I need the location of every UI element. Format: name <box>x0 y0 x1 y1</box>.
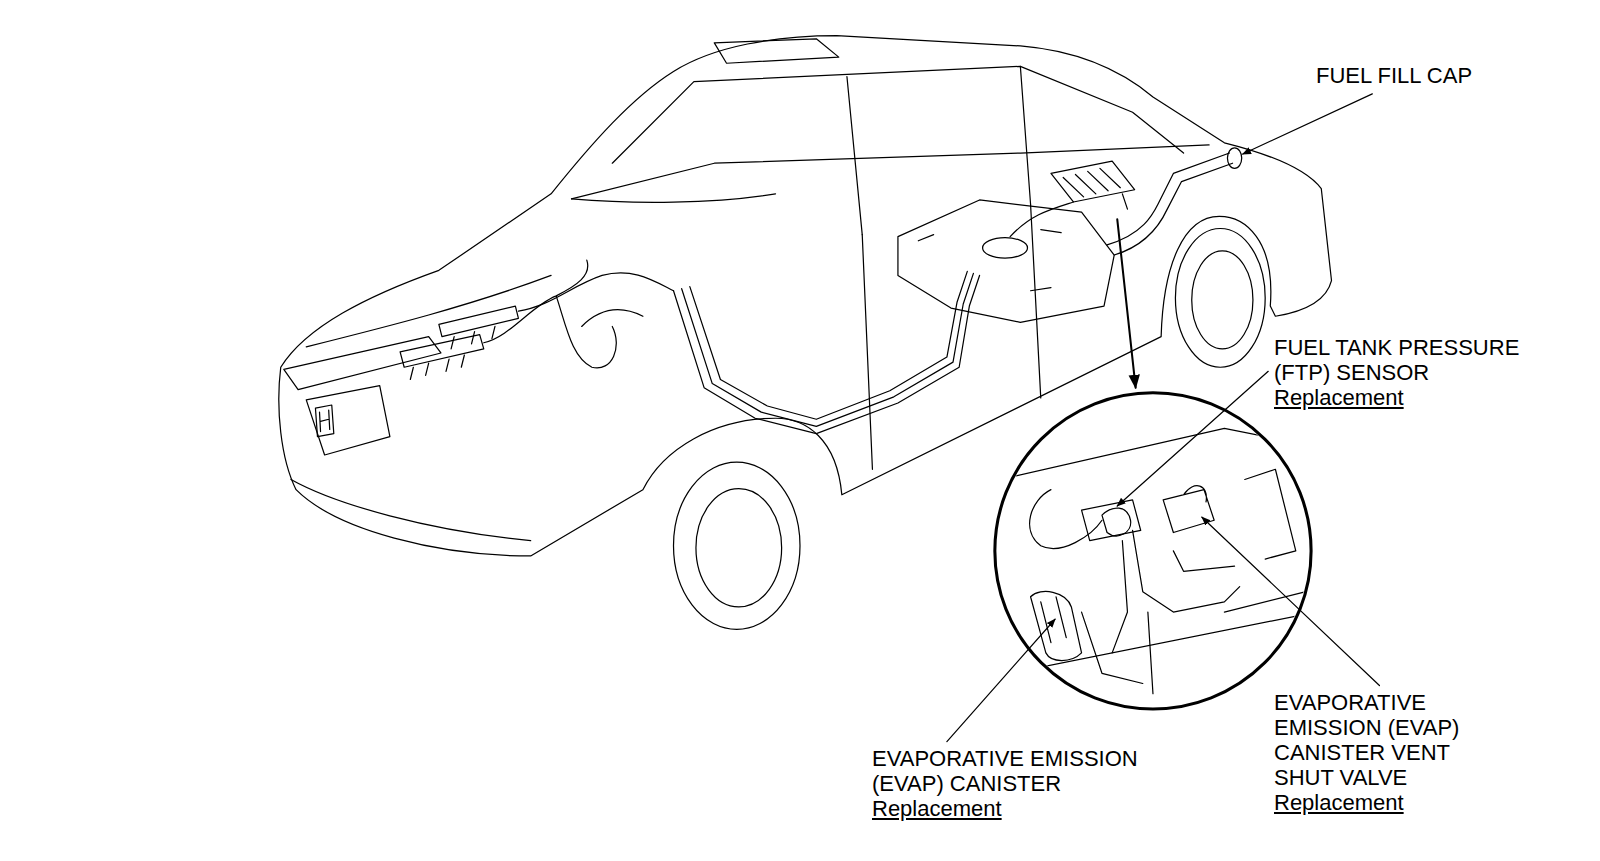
part-label: FUEL FILL CAP <box>1316 63 1472 88</box>
ftp-sensor <box>1102 508 1131 536</box>
leader-line <box>1117 371 1268 506</box>
replacement-link: Replacement <box>872 796 1197 821</box>
label-group: EVAPORATIVE EMISSION (EVAP) CANISTERRepl… <box>872 746 1197 821</box>
fuel-cap <box>1227 148 1241 168</box>
part-label: FUEL TANK PRESSURE (FTP) SENSOR <box>1274 335 1559 385</box>
label-group: EVAPORATIVE EMISSION (EVAP) CANISTER VEN… <box>1274 690 1502 815</box>
part-label: EVAPORATIVE EMISSION (EVAP) CANISTER <box>872 746 1197 796</box>
fuel-rail <box>400 335 484 368</box>
leader-line <box>947 619 1055 741</box>
vent-shut-valve <box>1163 486 1214 533</box>
filler-pipe <box>1107 153 1229 245</box>
detail-arrow <box>1117 219 1135 387</box>
headlight <box>284 337 441 390</box>
replacement-link: Replacement <box>1274 790 1502 815</box>
car-body <box>279 36 1332 556</box>
fuel-line <box>674 275 980 433</box>
canister-hose <box>1031 591 1082 660</box>
grille <box>306 386 390 455</box>
replacement-link: Replacement <box>1274 385 1559 410</box>
label-group: FUEL FILL CAP <box>1316 63 1472 88</box>
canister <box>1051 161 1135 202</box>
detail-circle <box>995 393 1311 709</box>
label-group: FUEL TANK PRESSURE (FTP) SENSORReplaceme… <box>1274 335 1559 410</box>
rear-wheel <box>1175 229 1265 368</box>
logo <box>315 405 333 437</box>
front-wheel <box>674 462 800 629</box>
fuel-tank <box>898 200 1114 322</box>
leader-line <box>1202 517 1380 685</box>
leader-line <box>1243 94 1373 154</box>
part-label: EVAPORATIVE EMISSION (EVAP) CANISTER VEN… <box>1274 690 1502 790</box>
